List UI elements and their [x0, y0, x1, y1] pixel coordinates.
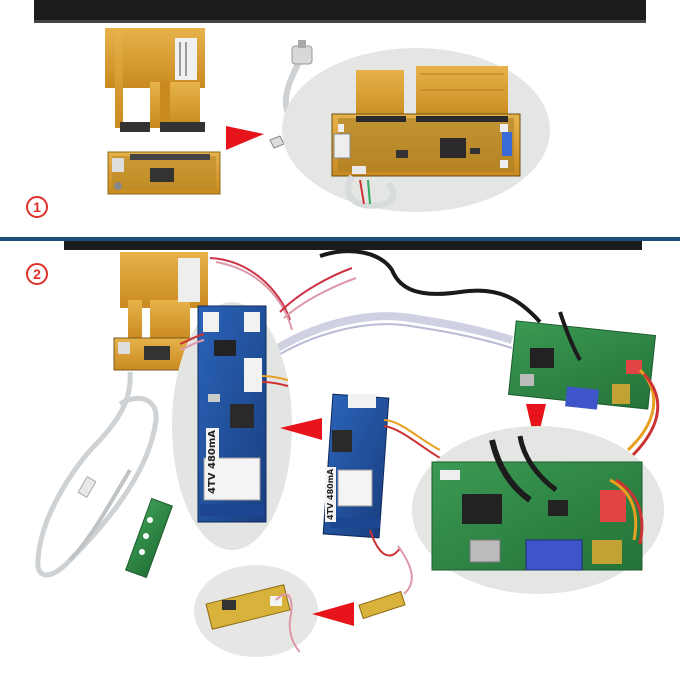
- touch-board-small: [107, 151, 221, 195]
- red-arrow-icon: [280, 418, 322, 440]
- lcd-panel-top: [34, 0, 646, 22]
- controller-board: [507, 311, 660, 458]
- usb-cable-2: [35, 371, 159, 578]
- red-arrow-icon: [226, 126, 264, 150]
- lvds-cable: [257, 312, 514, 364]
- inverter-zoom: [172, 302, 292, 550]
- touch-key-board: [358, 545, 413, 620]
- inverter-board: [322, 393, 441, 557]
- red-arrow-icon: [312, 602, 354, 626]
- fpc-cable-1: [105, 28, 205, 132]
- red-arrow-icon: [526, 404, 546, 446]
- key-board: [125, 497, 173, 579]
- inverter-rating-label: 4TV 480mA: [206, 427, 219, 496]
- lamp-wires: [209, 257, 357, 331]
- signal-cable: [319, 249, 542, 324]
- zoom-view-1: [282, 48, 550, 212]
- fpc-cable-2: [113, 252, 208, 371]
- lcd-panel-bottom: [64, 241, 642, 250]
- step-1-icon: 1: [26, 196, 48, 218]
- inverter-rating-label-small: 4TV 480mA: [325, 466, 336, 522]
- touch-key-zoom: [194, 565, 318, 657]
- section-divider: [0, 237, 680, 241]
- controller-zoom: [412, 426, 664, 594]
- step-2-icon: 2: [26, 263, 48, 285]
